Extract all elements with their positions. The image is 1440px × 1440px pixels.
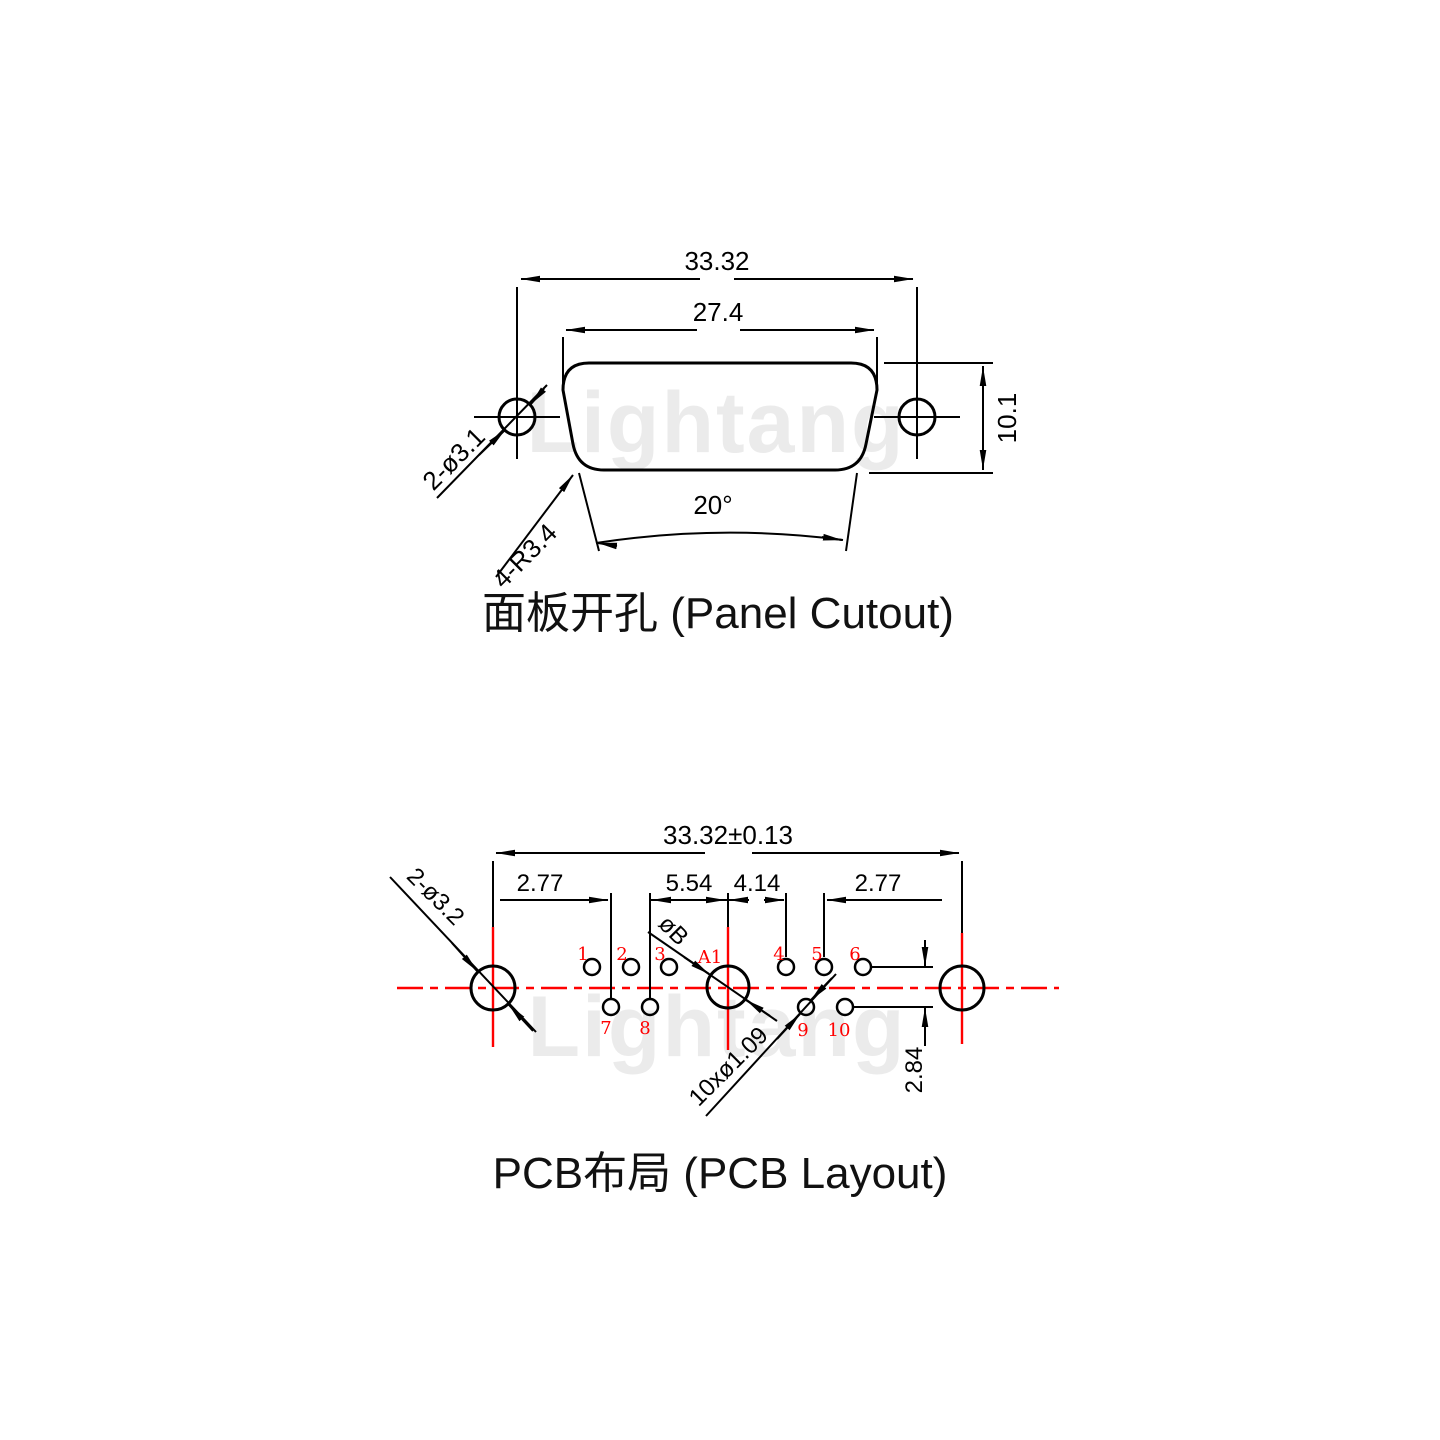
pin-label-7: 7: [600, 1018, 611, 1039]
dim-outer-width-text: 33.32: [684, 246, 749, 276]
pin-label-1: 1: [577, 944, 588, 965]
dsub-cutout-outline: [561, 361, 879, 472]
pin-label-2: 2: [616, 944, 627, 965]
pcb-left-mount-hole: [469, 964, 517, 1012]
pin-labels: 1 2 3 A1 4 5 6 7 8 9 10: [577, 944, 860, 1041]
pcb-layout-title: PCB布局 (PCB Layout): [493, 1149, 948, 1198]
dim-outer-width: 33.32: [520, 246, 914, 283]
dim-pitch-left-text: 2.77: [517, 870, 564, 897]
corner-radius-callout: 4-R3.4: [486, 474, 574, 594]
dim-angle: 20°: [578, 472, 858, 552]
dim-inner-width-text: 27.4: [693, 297, 744, 327]
pin-label-4: 4: [773, 944, 784, 965]
pin-label-5: 5: [811, 944, 822, 965]
dim-row-spacing: 2.84: [854, 940, 933, 1093]
dim-pitch-left: 2.77: [500, 870, 609, 904]
pcb-layout-drawing: Lightang 33.32±0.13 2.77 5.54 4.14: [389, 820, 1059, 1198]
watermark-text-2: Lightang: [527, 979, 906, 1075]
dim-span: 33.32±0.13: [492, 820, 963, 933]
pin-label-9: 9: [797, 1020, 808, 1041]
pin-label-10: 10: [828, 1020, 851, 1041]
panel-cutout-drawing: Lightang 33.32 27.4 10.1: [416, 246, 1022, 638]
corner-radius-callout-text: 4-R3.4: [486, 517, 562, 593]
pin-extension-lines: [610, 893, 825, 998]
dim-pitch-right-text: 2.77: [855, 870, 902, 897]
pin-holes: [582, 957, 873, 1017]
hole-center-extension-lines: [516, 287, 918, 459]
watermark-text: Lightang: [526, 375, 905, 471]
dim-span-text: 33.32±0.13: [663, 820, 793, 850]
panel-cutout-title: 面板开孔 (Panel Cutout): [482, 589, 954, 638]
dim-height: 10.1: [869, 362, 1022, 474]
pcb-mount-hole-callout: 2-ø3.2: [389, 863, 537, 1033]
dim-pitch-right: 2.77: [826, 870, 942, 904]
a1-hole: [705, 964, 751, 1010]
pin-label-a1: A1: [697, 947, 722, 968]
dim-554-text: 5.54: [666, 870, 713, 897]
dim-angle-text: 20°: [693, 490, 732, 520]
dim-inner-width: 27.4: [562, 297, 878, 392]
dim-414-text: 4.14: [734, 870, 781, 897]
pcb-mount-hole-callout-text: 2-ø3.2: [401, 863, 469, 931]
pin-label-3: 3: [654, 944, 665, 965]
pin-label-8: 8: [639, 1018, 650, 1039]
dim-554: 5.54: [650, 870, 727, 904]
dim-414: 4.14: [728, 870, 785, 904]
pcb-right-mount-hole: [938, 964, 986, 1012]
pin-label-6: 6: [849, 944, 860, 965]
mount-hole-callout-text: 2-ø3.1: [416, 421, 490, 495]
dim-height-text: 10.1: [992, 393, 1022, 444]
dim-row-spacing-text: 2.84: [901, 1047, 928, 1094]
